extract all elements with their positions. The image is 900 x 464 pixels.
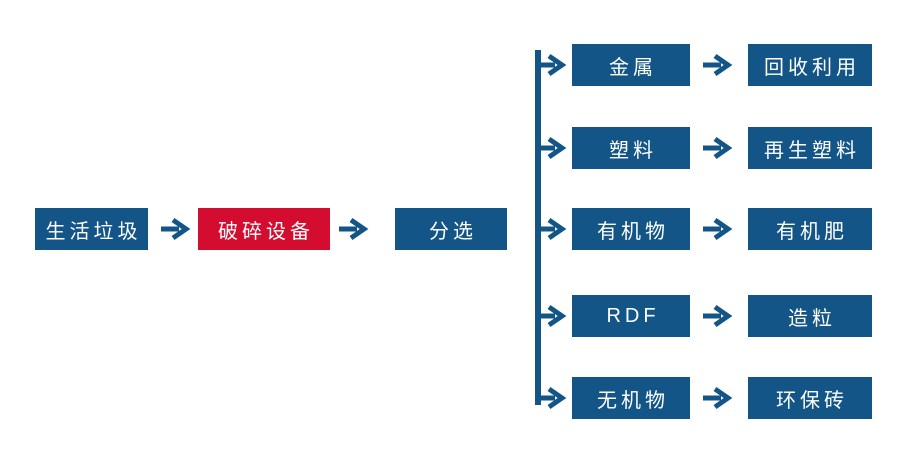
right-arrow-icon bbox=[161, 217, 191, 241]
material-label: RDF bbox=[606, 304, 660, 327]
material-label: 金属 bbox=[609, 56, 657, 79]
right-arrow-icon bbox=[703, 217, 733, 241]
result-box-organic-fertilizer: 有机肥 bbox=[748, 208, 872, 250]
result-box-eco-brick: 环保砖 bbox=[748, 377, 872, 419]
result-label: 造粒 bbox=[788, 307, 836, 330]
material-box-organic: 有机物 bbox=[572, 208, 690, 250]
material-label: 塑料 bbox=[609, 139, 657, 162]
branch-stub-arrow-icon bbox=[536, 136, 567, 160]
material-box-inorganic: 无机物 bbox=[572, 377, 690, 419]
right-arrow-icon bbox=[703, 304, 733, 328]
result-label: 回收利用 bbox=[764, 56, 860, 79]
material-label: 无机物 bbox=[597, 389, 669, 412]
source-box: 生活垃圾 bbox=[35, 208, 148, 250]
branch-stub-arrow-icon bbox=[536, 386, 567, 410]
right-arrow-icon bbox=[339, 217, 369, 241]
result-label: 再生塑料 bbox=[764, 139, 860, 162]
result-box-recycling: 回收利用 bbox=[748, 44, 872, 86]
right-arrow-icon bbox=[703, 136, 733, 160]
result-box-granulation: 造粒 bbox=[748, 295, 872, 337]
sorting-box: 分选 bbox=[395, 208, 507, 250]
material-box-rdf: RDF bbox=[572, 295, 690, 337]
right-arrow-icon bbox=[703, 386, 733, 410]
material-box-metal: 金属 bbox=[572, 44, 690, 86]
crusher-label: 破碎设备 bbox=[218, 220, 314, 243]
branch-stub-arrow-icon bbox=[536, 53, 567, 77]
result-label: 环保砖 bbox=[776, 389, 848, 412]
branch-stub-arrow-icon bbox=[536, 304, 567, 328]
sorting-label: 分选 bbox=[429, 220, 477, 243]
right-arrow-icon bbox=[703, 53, 733, 77]
material-label: 有机物 bbox=[597, 220, 669, 243]
result-box-recycled-plastic: 再生塑料 bbox=[748, 127, 872, 169]
branch-stub-arrow-icon bbox=[536, 217, 567, 241]
crusher-box: 破碎设备 bbox=[198, 208, 330, 250]
source-label: 生活垃圾 bbox=[45, 220, 142, 243]
result-label: 有机肥 bbox=[776, 220, 848, 243]
material-box-plastic: 塑料 bbox=[572, 127, 690, 169]
